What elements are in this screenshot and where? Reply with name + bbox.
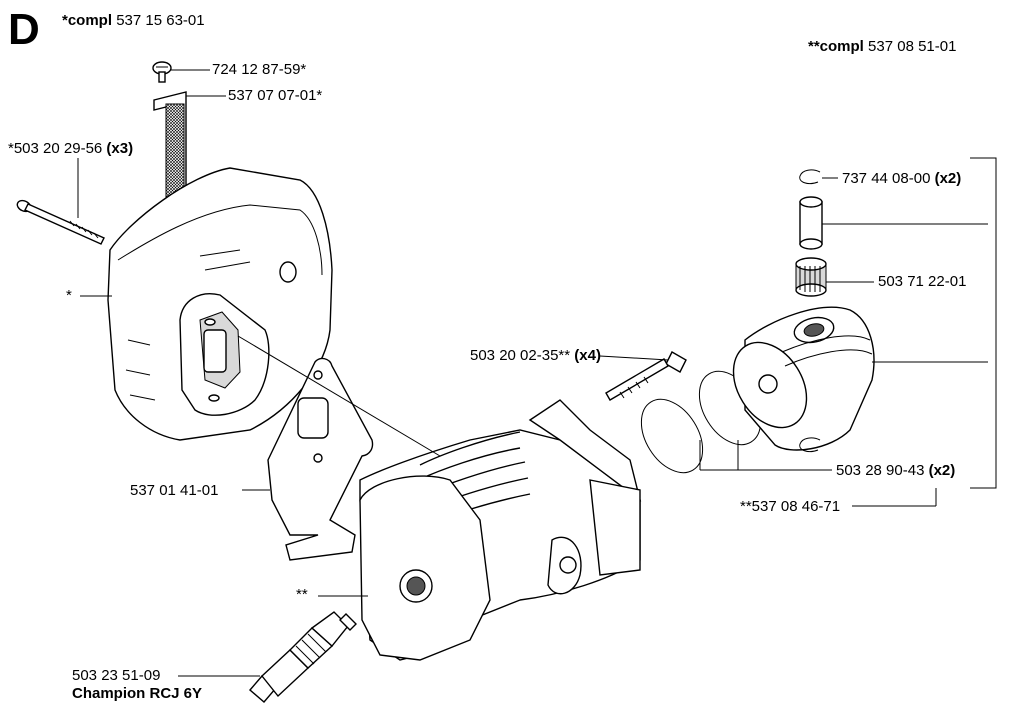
- label-piston-ring: 503 28 90-43 (x2): [836, 462, 955, 479]
- needle-bearing-drawing: [795, 257, 827, 297]
- single-star-complete-set: *compl 537 15 63-01: [62, 12, 205, 29]
- leader-lines: [77, 69, 997, 677]
- part-qty: (x3): [106, 140, 134, 157]
- part-number: 537 01 41-01: [130, 482, 219, 499]
- double-star-prefix: **compl: [808, 38, 864, 55]
- muffler-drawing: [107, 167, 333, 441]
- label-spark-plug-brand: Champion RCJ 6Y: [72, 685, 202, 702]
- part-number: 537 07 07-01*: [228, 87, 323, 104]
- label-cylinder: **: [296, 586, 308, 603]
- piston-pin-drawing: [799, 196, 823, 250]
- screw-top-drawing: [152, 61, 172, 83]
- part-qty: (x2): [934, 170, 962, 187]
- label-screen: 537 07 07-01*: [228, 87, 322, 104]
- cylinder-screw-drawing: [605, 351, 687, 401]
- label-muffler-bolt: *503 20 29-56 (x3): [8, 140, 133, 157]
- part-number: **537 08 46-71: [740, 498, 841, 515]
- part-qty: (x2): [928, 462, 956, 479]
- part-number: Champion RCJ 6Y: [72, 685, 203, 702]
- double-star-complete-set: **compl 537 08 51-01: [808, 38, 956, 55]
- label-cylinder-screw: 503 20 02-35** (x4): [470, 347, 601, 364]
- part-qty: (x4): [574, 347, 601, 364]
- label-circlip: 737 44 08-00 (x2): [842, 170, 961, 187]
- single-star-prefix: *compl: [62, 12, 113, 29]
- single-star-number: 537 15 63-01: [116, 12, 205, 29]
- label-muffler: *: [66, 287, 72, 304]
- part-number: 503 20 02-35**: [470, 347, 571, 364]
- gasket-drawing: [267, 357, 374, 561]
- label-spark-plug: 503 23 51-09: [72, 667, 160, 684]
- cylinder-drawing: [359, 399, 642, 661]
- label-screw-top: 724 12 87-59*: [212, 61, 306, 78]
- piston-drawing: [732, 306, 875, 451]
- part-number: 503 28 90-43: [836, 462, 925, 479]
- circlip-drawing: [799, 169, 821, 453]
- spark-plug-drawing: [249, 611, 357, 703]
- part-number: *503 20 29-56: [8, 140, 103, 157]
- part-number: 737 44 08-00: [842, 170, 931, 187]
- part-number: 503 23 51-09: [72, 667, 161, 684]
- label-gasket: 537 01 41-01: [130, 482, 218, 499]
- label-needle-bearing: 503 71 22-01: [878, 273, 966, 290]
- part-number: *: [66, 287, 72, 304]
- double-star-number: 537 08 51-01: [868, 38, 957, 55]
- part-number: 503 71 22-01: [878, 273, 967, 290]
- label-piston-kit: **537 08 46-71: [740, 498, 840, 515]
- section-letter: D: [8, 5, 40, 54]
- part-number: **: [296, 586, 308, 603]
- part-number: 724 12 87-59*: [212, 61, 307, 78]
- muffler-bolt-drawing: [16, 199, 105, 245]
